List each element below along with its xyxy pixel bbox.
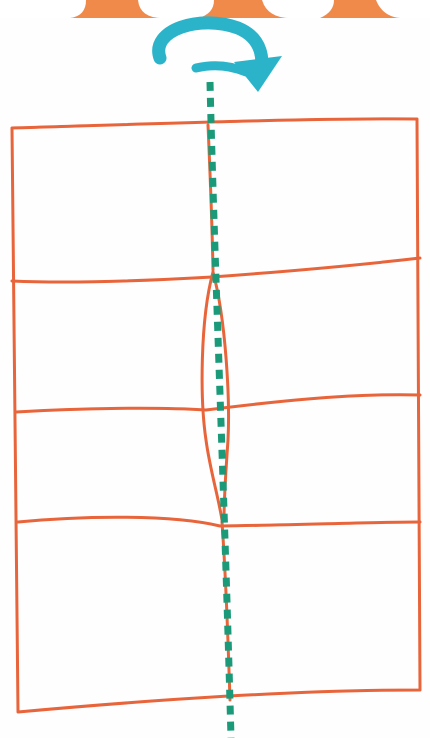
grid-outer-border (12, 119, 420, 712)
curved-rotate-arrow-icon (159, 23, 282, 92)
paper-grid (12, 119, 420, 712)
banner-cutout-left (0, 0, 86, 18)
banner-cutout-middle (138, 0, 214, 18)
grid-row-line-3 (18, 517, 420, 526)
top-banner (0, 0, 430, 18)
arrow-tail (196, 66, 246, 72)
